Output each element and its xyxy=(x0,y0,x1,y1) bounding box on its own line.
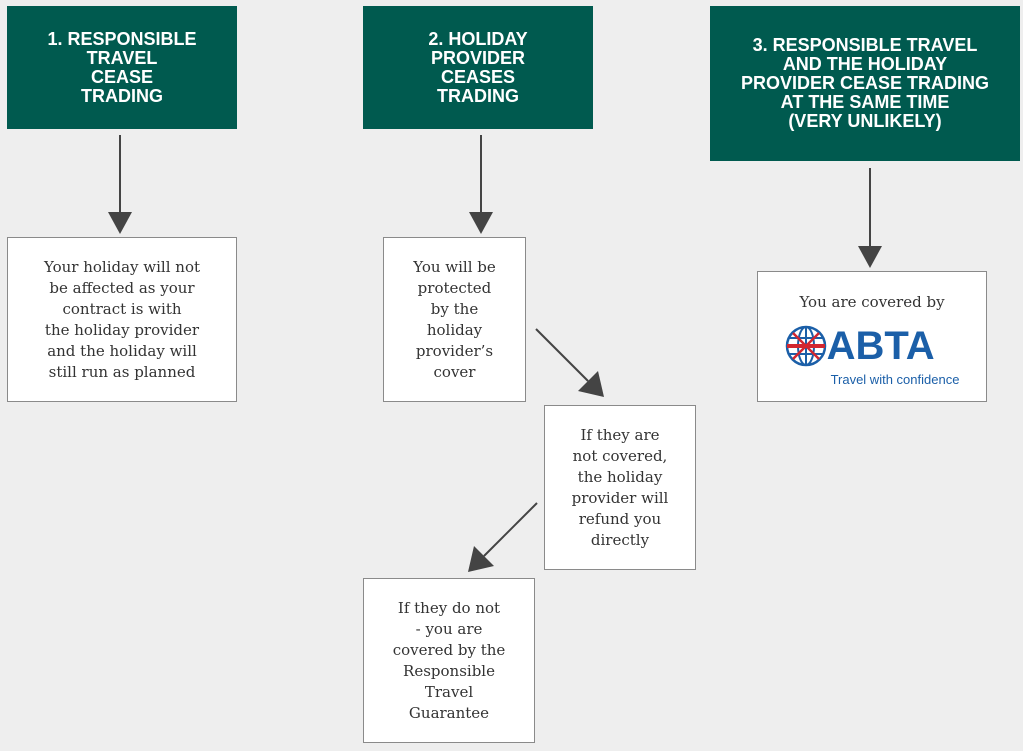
header-label: 3. RESPONSIBLE TRAVEL AND THE HOLIDAY PR… xyxy=(740,35,990,131)
arrow-col3 xyxy=(858,168,882,268)
header-both-cease: 3. RESPONSIBLE TRAVEL AND THE HOLIDAY PR… xyxy=(710,6,1020,161)
box-responsible-travel-guarantee: If they do not - you are covered by the … xyxy=(363,578,535,743)
box-abta-covered: You are covered by ABTA Travel with conf… xyxy=(757,271,987,402)
box-text: You will be protected by the holiday pro… xyxy=(413,257,496,381)
header-label: 2. HOLIDAY PROVIDER CEASES TRADING xyxy=(428,28,528,106)
abta-wordmark: ABTA xyxy=(826,324,935,368)
arrow-col1 xyxy=(108,135,132,234)
arrow-refund-to-guarantee xyxy=(468,502,538,572)
abta-tagline: Travel with confidence xyxy=(830,372,960,387)
arrow-protected-to-refund xyxy=(535,328,604,397)
header-label: 1. RESPONSIBLE TRAVEL CEASE TRADING xyxy=(47,28,197,106)
globe-icon xyxy=(785,325,826,367)
box-text: You are covered by xyxy=(799,293,945,311)
box-text: Your holiday will not be affected as you… xyxy=(43,257,201,381)
header-holiday-provider-ceases: 2. HOLIDAY PROVIDER CEASES TRADING xyxy=(363,6,593,129)
box-holiday-not-affected: Your holiday will not be affected as you… xyxy=(7,237,237,402)
header-responsible-travel-ceases: 1. RESPONSIBLE TRAVEL CEASE TRADING xyxy=(7,6,237,129)
box-provider-cover: You will be protected by the holiday pro… xyxy=(383,237,526,402)
arrow-col2 xyxy=(469,135,493,234)
box-provider-refund: If they are not covered, the holiday pro… xyxy=(544,405,696,570)
box-text: If they do not - you are covered by the … xyxy=(392,598,506,722)
abta-logo: ABTA Travel with confidence xyxy=(785,313,960,390)
box-text: If they are not covered, the holiday pro… xyxy=(571,425,669,549)
